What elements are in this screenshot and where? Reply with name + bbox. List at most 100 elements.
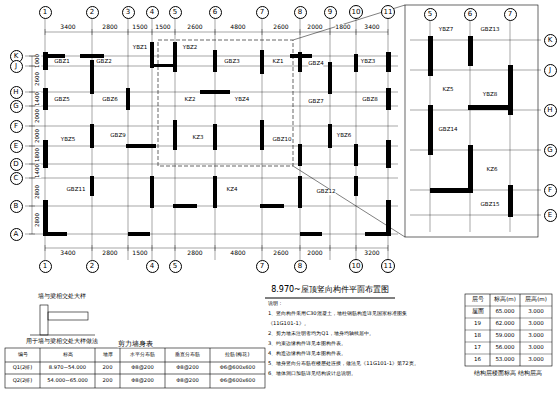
component-tag: KZ6	[487, 167, 498, 173]
dimension: 2800	[187, 250, 202, 256]
grid-bubble: 8	[294, 260, 307, 273]
table-cell: Q1(2排)	[13, 365, 33, 370]
axis-number: 7	[260, 263, 264, 270]
axis-number: 5	[428, 11, 432, 18]
axis-number: 10	[352, 263, 361, 270]
grid-bubble: 7	[504, 8, 517, 21]
axis-number: 6	[468, 11, 472, 18]
grid-bubble: J	[10, 60, 23, 73]
component-tag: KZ2	[185, 97, 196, 103]
grid-line	[25, 126, 398, 127]
grid-bubble: 7	[256, 6, 269, 19]
dimension: 1500	[132, 24, 147, 30]
axis-number: 11	[384, 263, 393, 270]
grid-bubble: 11	[381, 5, 395, 19]
detail-note: 用于墙与梁相交处大样做法	[26, 339, 98, 345]
grid-bubble: 2	[86, 6, 99, 19]
grid-line	[25, 164, 398, 165]
table-cell: 54.000~65.000	[47, 378, 88, 383]
dimension: 1400	[35, 164, 41, 178]
table-cell: 3.000	[528, 321, 544, 327]
table-cell: 17	[474, 345, 481, 351]
dimension: 1800	[35, 148, 41, 162]
grid-bubble: 1	[39, 6, 52, 19]
table-cell: 垂直分布筋	[175, 352, 200, 357]
table-cell: Q2(2排)	[13, 378, 33, 383]
component-tag: GBZ5	[54, 97, 69, 103]
note-line: 说明：	[268, 301, 283, 306]
grid-line	[465, 330, 552, 331]
component-tag: KZ5	[443, 87, 454, 93]
table-cell: 屋面	[472, 309, 484, 315]
component-tag: GBZ7	[308, 99, 323, 105]
component-tag: YBZ8	[483, 92, 497, 98]
component-tag: GBZ15	[481, 202, 500, 208]
table-cell: 56.000	[495, 345, 514, 351]
table-cell: Φ6@600x600	[220, 365, 255, 370]
axis-number: D	[13, 161, 18, 168]
grid-line	[25, 106, 398, 107]
axis-number: H	[547, 107, 552, 114]
grid-bubble: J	[544, 64, 557, 77]
grid-line	[25, 66, 398, 67]
table-cell: 3.000	[528, 333, 544, 339]
grid-line	[465, 306, 552, 307]
grid-bubble: 6	[464, 8, 477, 21]
axis-number: 1	[43, 263, 47, 270]
grid-line	[32, 56, 33, 234]
axis-number: 10	[352, 9, 361, 16]
table-caption: 结构层楼面标高 结构层高	[474, 371, 542, 377]
table-cell: 水平分布筋	[130, 352, 155, 357]
axis-number: E	[548, 212, 552, 219]
table-cell: Φ8@200	[176, 378, 198, 383]
note-line: 6、墙体洞口加筋详见结构设计总说明。	[268, 371, 356, 376]
dimension: 2000	[307, 24, 322, 30]
component-tag: GBZ11	[67, 187, 86, 193]
table-cell: 16	[474, 357, 481, 363]
dimension: 3200	[364, 250, 379, 256]
table-cell: 编号	[18, 352, 28, 357]
axis-number: 11	[384, 9, 393, 16]
axis-number: 4	[150, 263, 154, 270]
grid-line	[128, 18, 129, 260]
component-tag: YBZ3	[361, 59, 375, 65]
dimension: 2600	[273, 250, 288, 256]
grid-bubble: 5	[169, 6, 182, 19]
grid-bubble: 8	[294, 6, 307, 19]
table-cell: Φ8@200	[131, 365, 153, 370]
grid-line	[25, 234, 398, 235]
axis-number: E	[14, 143, 18, 150]
dimension: 1000	[35, 54, 41, 68]
grid-line	[25, 206, 398, 207]
grid-line	[25, 178, 398, 179]
grid-bubble: 4	[146, 6, 159, 19]
grid-bubble: 5	[169, 260, 182, 273]
dimension: 2000	[35, 109, 41, 123]
detail-title: 墙与梁相交处大样	[38, 293, 86, 299]
grid-line	[45, 32, 388, 33]
grid-bubble: 9	[324, 6, 337, 19]
grid-bubble: 1	[39, 260, 52, 273]
note-line: 3、约束边缘构件详见本图构件表。	[268, 341, 346, 346]
grid-bubble: 7	[256, 260, 269, 273]
grid-bubble: H	[10, 86, 23, 99]
dimension: 3400	[60, 24, 75, 30]
component-tag: GBZ4	[308, 61, 323, 67]
table-cell: 标高	[63, 352, 73, 357]
axis-number: 8	[298, 9, 302, 16]
component-tag: GBZ9	[110, 133, 125, 139]
grid-bubble: K	[544, 34, 557, 47]
dimension: 3400	[60, 250, 75, 256]
dimension: 4800	[230, 250, 245, 256]
grid-bubble: 4	[146, 260, 159, 273]
dimension: 4800	[230, 24, 245, 30]
component-tag: KZ4	[227, 187, 238, 193]
axis-number: A	[14, 231, 19, 238]
axis-number: 3	[126, 9, 130, 16]
grid-bubble: 10	[349, 259, 363, 273]
axis-number: 5	[173, 9, 177, 16]
component-tag: GBZ1	[54, 59, 69, 65]
table-cell: 53.000	[495, 357, 514, 363]
grid-bubble: D	[10, 158, 23, 171]
axis-number: 7	[508, 11, 512, 18]
